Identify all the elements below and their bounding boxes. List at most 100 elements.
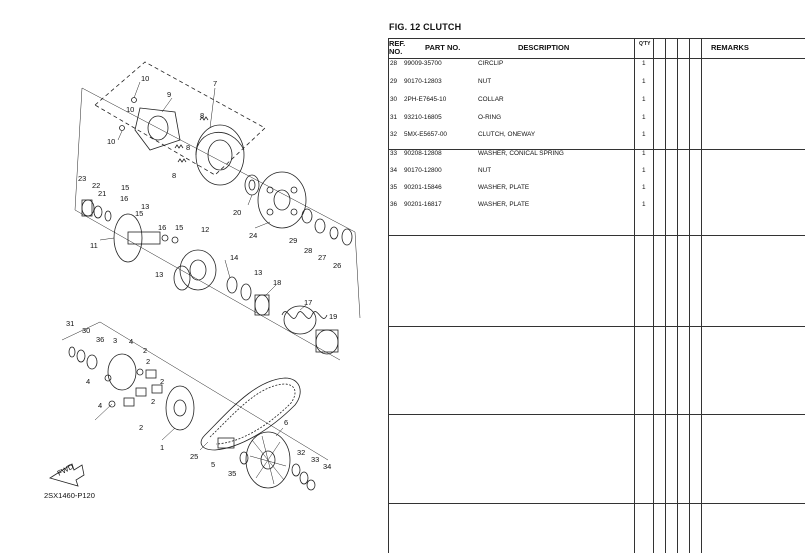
callout-label: 2 <box>139 423 143 432</box>
guide-line <box>354 231 361 319</box>
header-ref-no: REF. NO. <box>389 39 406 56</box>
callout-label: 31 <box>66 319 74 328</box>
callout-label: 4 <box>129 337 133 346</box>
callout-label: 8 <box>200 111 204 120</box>
callout-label: 15 <box>175 223 183 232</box>
callout-label: 33 <box>311 455 319 464</box>
callout-label: 14 <box>230 253 238 262</box>
column-divider <box>665 38 666 553</box>
callout-label: 16 <box>120 194 128 203</box>
part-number: 2PH-E7645-10 <box>404 96 447 103</box>
ref-number: 28 <box>390 60 398 67</box>
quantity: 1 <box>642 201 646 208</box>
callout-label: 8 <box>186 143 190 152</box>
column-divider <box>689 38 690 553</box>
part-number: 93210-16805 <box>404 114 442 121</box>
ref-number: 35 <box>390 184 398 191</box>
callout-label: 30 <box>82 326 90 335</box>
ref-number: 33 <box>390 150 398 157</box>
part-number: 90201-16817 <box>404 201 442 208</box>
callout-label: 15 <box>135 209 143 218</box>
callout-label: 20 <box>233 208 241 217</box>
callout-label: 2 <box>160 377 164 386</box>
callout-label: 27 <box>318 253 326 262</box>
callout-label: 4 <box>98 401 102 410</box>
callout-label: 32 <box>297 448 305 457</box>
callout-label: 5 <box>211 460 215 469</box>
part-number: 90201-15846 <box>404 184 442 191</box>
callout-label: 13 <box>254 268 262 277</box>
callout-label: 15 <box>121 183 129 192</box>
part-description: CLUTCH, ONEWAY <box>478 131 536 138</box>
part-number: 5MX-E5657-00 <box>404 131 447 138</box>
quantity: 1 <box>642 114 646 121</box>
part-number: 99009-35700 <box>404 60 442 67</box>
header-part-no: PART NO. <box>425 43 461 52</box>
callout-label: 2 <box>151 397 155 406</box>
column-divider <box>701 38 702 553</box>
part-description: COLLAR <box>478 96 504 103</box>
row-group-rule <box>388 149 805 150</box>
ref-number: 32 <box>390 131 398 138</box>
figure-code: 2SX1460-P120 <box>44 491 95 500</box>
header-description: DESCRIPTION <box>518 43 570 52</box>
quantity: 1 <box>642 184 646 191</box>
callout-label: 7 <box>213 79 217 88</box>
part-description: WASHER, PLATE <box>478 184 530 191</box>
row-group-rule <box>388 326 805 327</box>
clutch-seal-part <box>179 249 217 291</box>
quantity: 1 <box>642 96 646 103</box>
callout-label: 34 <box>323 462 331 471</box>
callout-label: 10 <box>126 105 134 114</box>
primary-sheave-part <box>165 385 195 431</box>
callout-label: 6 <box>284 418 288 427</box>
part-description: O-RING <box>478 114 502 121</box>
callout-label: 25 <box>190 452 198 461</box>
exploded-parts-diagram: 10 9 7 10 8 8 8 10 23 22 21 15 16 13 15 … <box>0 0 390 559</box>
quantity: 1 <box>642 60 646 67</box>
v-belt-part <box>200 377 301 451</box>
guide-line <box>61 321 101 341</box>
part-number: 90208-12808 <box>404 150 442 157</box>
primary-fixed-sheave-part <box>245 431 291 489</box>
guide-line <box>99 321 329 461</box>
quantity: 1 <box>642 167 646 174</box>
column-divider <box>634 38 635 553</box>
ref-number: 36 <box>390 201 398 208</box>
part-description: CIRCLIP <box>478 60 504 67</box>
forward-label: FWD <box>56 462 76 478</box>
quantity: 1 <box>642 150 646 157</box>
callout-label: 8 <box>172 171 176 180</box>
callout-label: 3 <box>113 336 117 345</box>
header-rule <box>388 58 805 59</box>
diagram-canvas: 10 9 7 10 8 8 8 10 23 22 21 15 16 13 15 … <box>44 61 361 500</box>
cam-part <box>107 353 137 391</box>
callout-label: 12 <box>201 225 209 234</box>
callout-label: 10 <box>107 137 115 146</box>
callout-label: 19 <box>329 312 337 321</box>
quantity: 1 <box>642 131 646 138</box>
forward-arrow-icon <box>49 463 85 487</box>
part-description: NUT <box>478 78 492 85</box>
row-group-rule <box>388 414 805 415</box>
table-top-rule <box>388 38 805 39</box>
header-quantity: Q'TY <box>639 41 651 47</box>
spring-seat-part <box>315 329 339 355</box>
callout-label: 13 <box>155 270 163 279</box>
callout-label: 17 <box>304 298 312 307</box>
ref-number: 31 <box>390 114 398 121</box>
callout-label: 1 <box>160 443 164 452</box>
clutch-housing-part <box>257 171 307 229</box>
part-description: WASHER, CONICAL SPRING <box>478 150 564 157</box>
column-divider <box>653 38 654 553</box>
ref-number: 34 <box>390 167 398 174</box>
callout-label: 23 <box>78 174 86 183</box>
part-number: 90170-12800 <box>404 167 442 174</box>
callout-label: 26 <box>333 261 341 270</box>
callout-label: 13 <box>141 202 149 211</box>
clutch-plate-part <box>134 107 181 151</box>
callout-label: 11 <box>90 241 98 250</box>
callout-label: 28 <box>304 246 312 255</box>
callout-label: 16 <box>158 223 166 232</box>
parts-table: REF. NO. PART NO. DESCRIPTION Q'TY REMAR… <box>388 38 805 553</box>
